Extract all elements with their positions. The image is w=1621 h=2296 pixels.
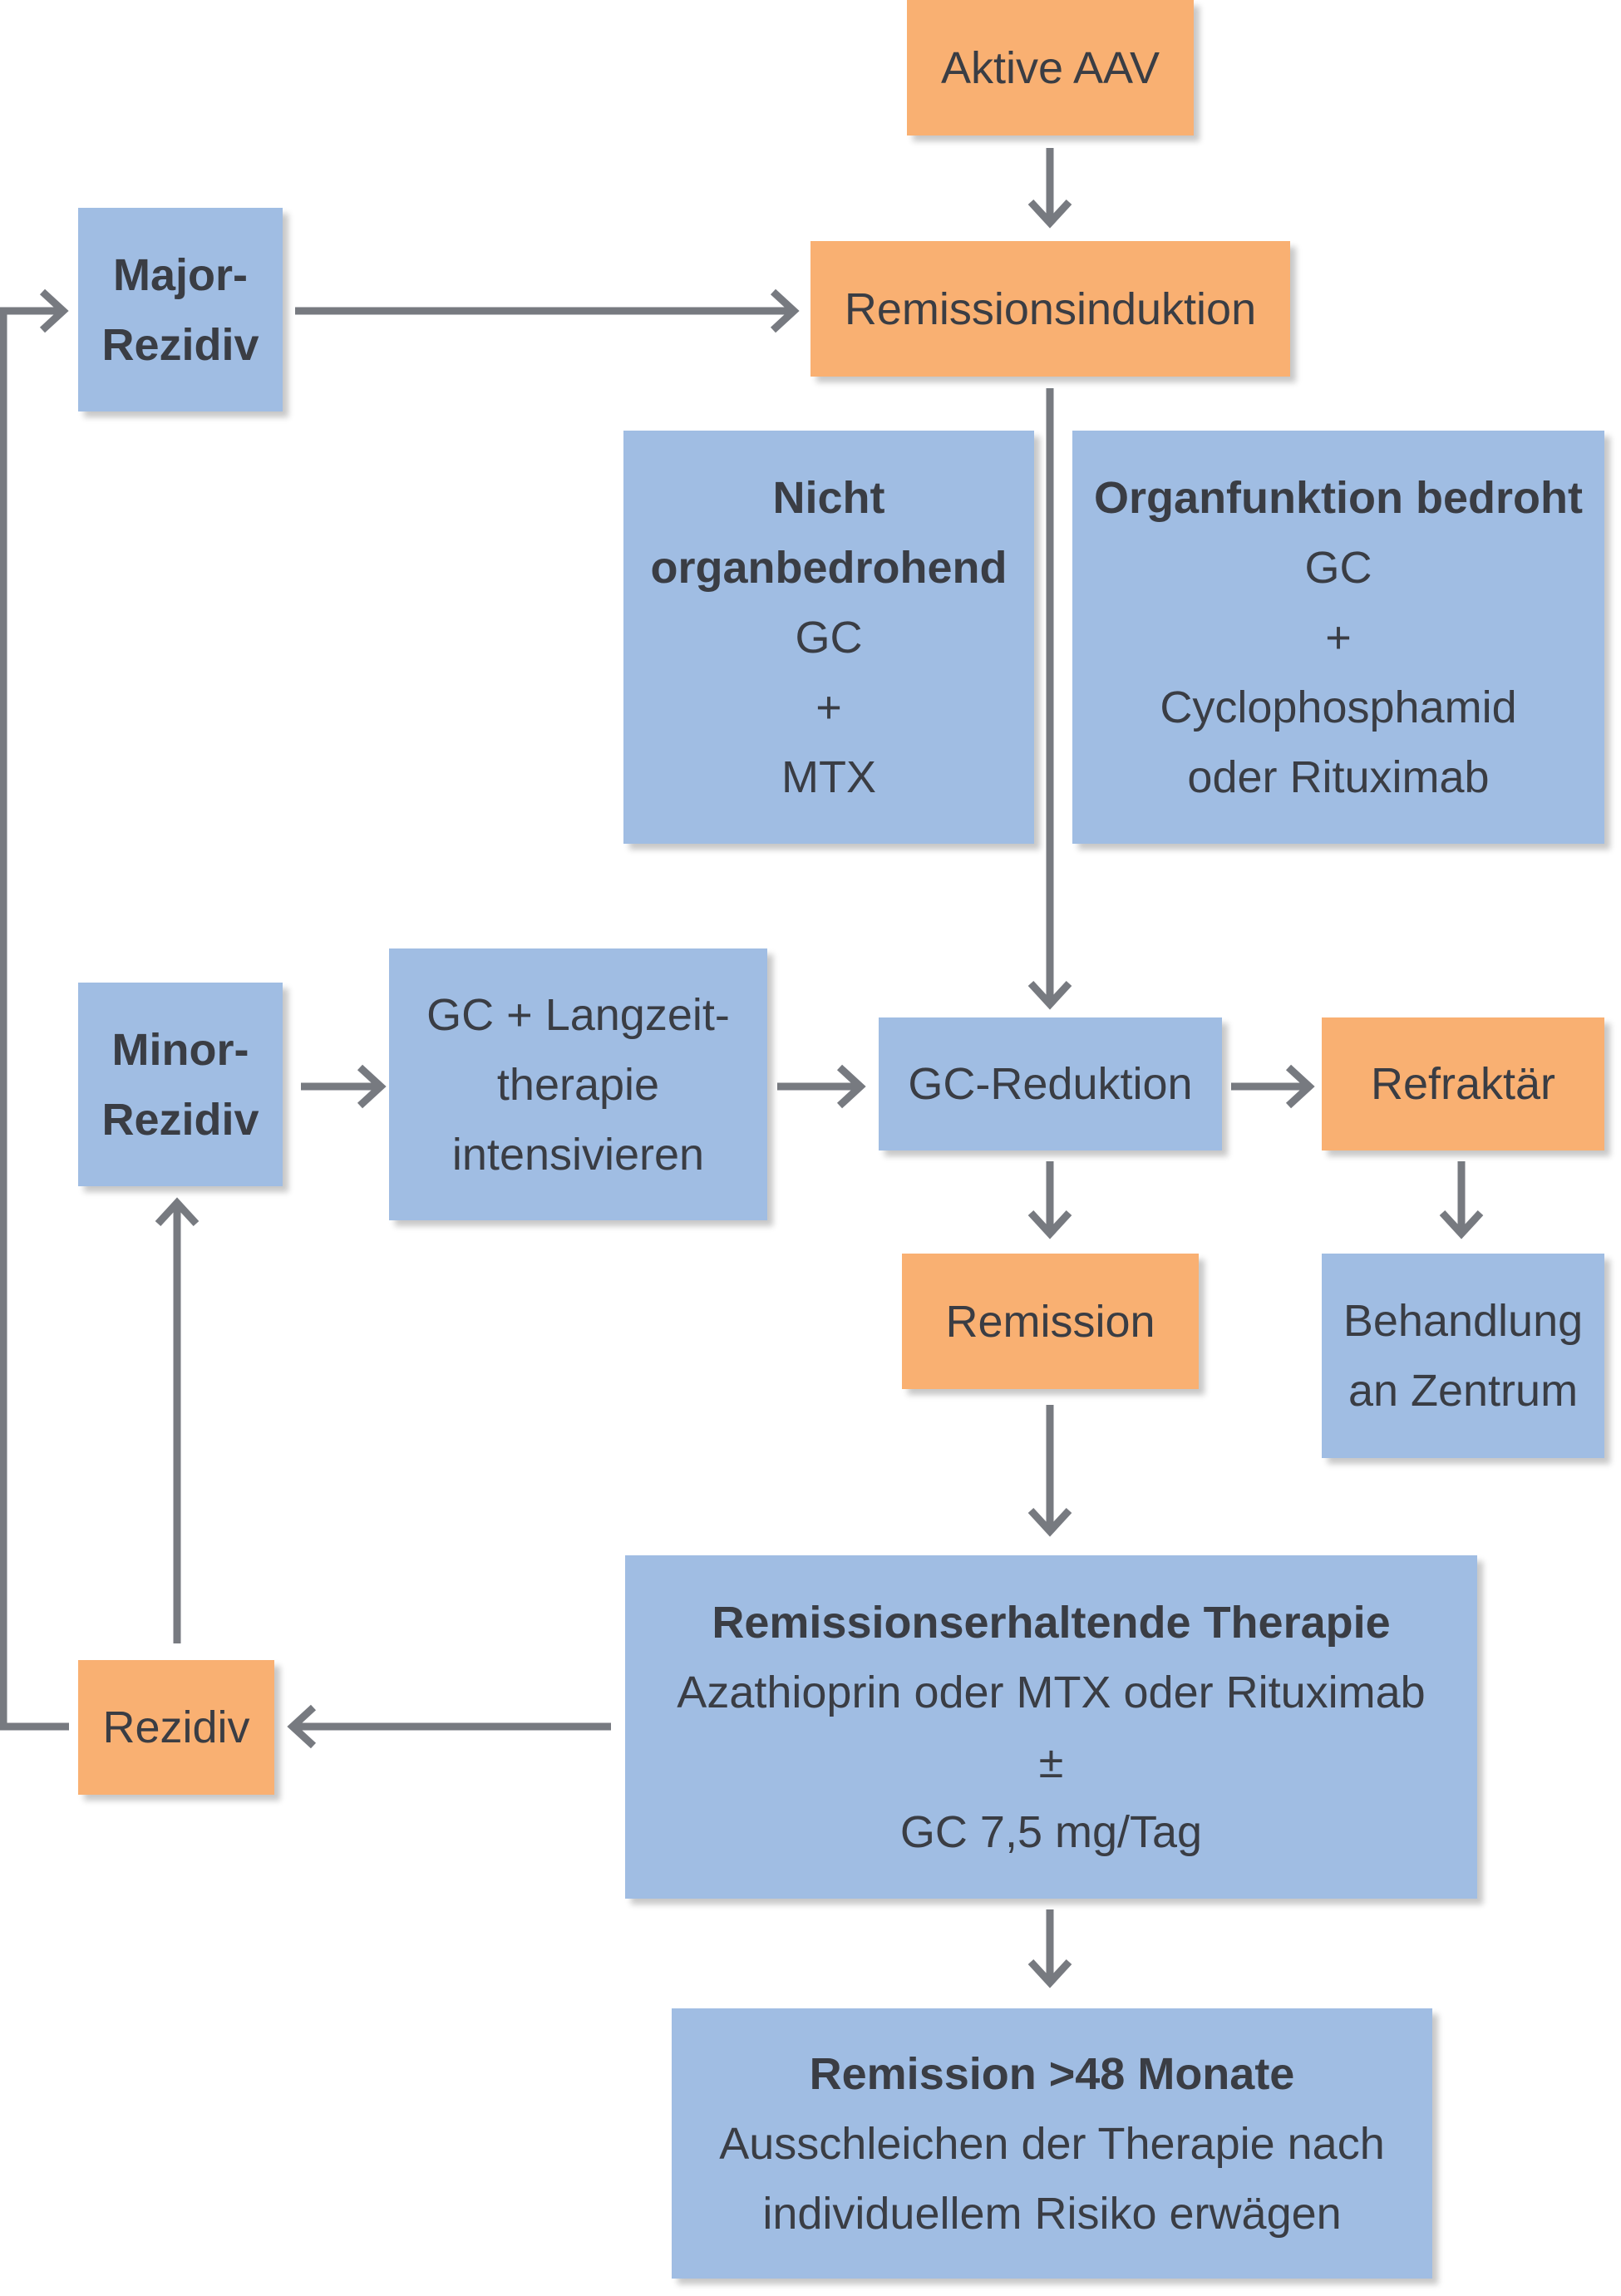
node-remissionserhaltende-line3: GC 7,5 mg/Tag <box>899 1806 1203 1857</box>
node-rezidiv-label: Rezidiv <box>102 1702 250 1752</box>
node-nicht-organbedrohend: Nicht organbedrohend GC + MTX <box>623 431 1034 844</box>
arrow-refraktaer-to-zentrum <box>1439 1161 1484 1239</box>
arrow-aav-to-induktion <box>1027 148 1072 229</box>
node-rezidiv: Rezidiv <box>78 1660 274 1795</box>
node-gc-reduktion-label: GC-Reduktion <box>908 1059 1193 1109</box>
node-nicht-organbedrohend-line3: MTX <box>781 751 876 802</box>
node-remissionserhaltende-title: Remissionserhaltende Therapie <box>712 1597 1391 1648</box>
node-minor-rezidiv: Minor- Rezidiv <box>78 983 283 1186</box>
arrow-erhaltung-to-remission48 <box>1027 1909 1072 1988</box>
node-minor-rezidiv-line2: Rezidiv <box>101 1094 259 1145</box>
node-refraktaer-label: Refraktär <box>1370 1059 1556 1109</box>
node-remission-48: Remission >48 Monate Ausschleichen der T… <box>672 2008 1432 2279</box>
node-organfunktion-bedroht-line3: Cyclophosphamid <box>1160 682 1517 732</box>
node-remissionserhaltende-line1: Azathioprin oder MTX oder Rituximab <box>677 1667 1426 1717</box>
node-behandlung-zentrum: Behandlung an Zentrum <box>1322 1254 1604 1458</box>
node-organfunktion-bedroht: Organfunktion bedroht GC + Cyclophospham… <box>1072 431 1604 844</box>
node-remissionsinduktion-label: Remissionsinduktion <box>844 283 1257 334</box>
node-refraktaer: Refraktär <box>1322 1017 1604 1150</box>
node-nicht-organbedrohend-line2: + <box>815 682 842 732</box>
node-gc-langzeit-line2: therapie <box>496 1059 660 1110</box>
node-remission-48-line1: Ausschleichen der Therapie nach <box>719 2118 1385 2169</box>
arrow-induktion-to-reduktion <box>1027 388 1072 1010</box>
node-gc-langzeit: GC + Langzeit- therapie intensivieren <box>389 948 767 1220</box>
node-nicht-organbedrohend-line1: GC <box>795 612 863 663</box>
node-remission-48-title: Remission >48 Monate <box>809 2048 1295 2099</box>
arrow-erhaltung-to-rezidiv <box>287 1704 611 1749</box>
node-aktive-aav: Aktive AAV <box>907 0 1194 135</box>
arrow-rezidiv-to-minor <box>155 1197 200 1643</box>
arrow-major-to-induktion <box>295 288 800 333</box>
node-remission-label: Remission <box>945 1296 1155 1347</box>
node-remissionsinduktion: Remissionsinduktion <box>810 241 1290 377</box>
node-major-rezidiv-line1: Major- <box>113 249 248 300</box>
node-remissionserhaltende-therapie: Remissionserhaltende Therapie Azathiopri… <box>625 1555 1477 1899</box>
node-behandlung-zentrum-line1: Behandlung <box>1343 1296 1584 1346</box>
node-organfunktion-bedroht-line2: + <box>1325 612 1352 663</box>
node-organfunktion-bedroht-line1: GC <box>1304 542 1372 593</box>
node-behandlung-zentrum-line2: an Zentrum <box>1348 1366 1579 1416</box>
node-major-rezidiv-line2: Rezidiv <box>101 319 259 370</box>
node-nicht-organbedrohend-title1: Nicht <box>772 472 885 523</box>
node-remissionserhaltende-line2: ± <box>1038 1737 1064 1787</box>
node-organfunktion-bedroht-title: Organfunktion bedroht <box>1094 472 1583 523</box>
node-aktive-aav-label: Aktive AAV <box>940 42 1160 93</box>
arrow-minor-to-gc-langzeit <box>301 1064 387 1109</box>
node-remission: Remission <box>902 1254 1199 1389</box>
arrow-remission-to-erhaltung <box>1027 1405 1072 1537</box>
arrow-gc-langzeit-to-reduktion <box>777 1064 866 1109</box>
node-gc-langzeit-line1: GC + Langzeit- <box>426 989 730 1040</box>
arrow-reduktion-to-remission <box>1027 1161 1072 1239</box>
node-nicht-organbedrohend-title2: organbedrohend <box>650 542 1008 593</box>
node-organfunktion-bedroht-line4: oder Rituximab <box>1187 751 1490 802</box>
node-remission-48-line2: individuellem Risiko erwägen <box>762 2188 1342 2239</box>
node-gc-reduktion: GC-Reduktion <box>879 1017 1222 1150</box>
node-minor-rezidiv-line1: Minor- <box>111 1024 249 1075</box>
node-gc-langzeit-line3: intensivieren <box>451 1129 705 1180</box>
node-major-rezidiv: Major- Rezidiv <box>78 208 283 411</box>
arrow-rezidiv-to-major <box>0 288 69 1731</box>
arrow-reduktion-to-refraktaer <box>1231 1064 1315 1109</box>
